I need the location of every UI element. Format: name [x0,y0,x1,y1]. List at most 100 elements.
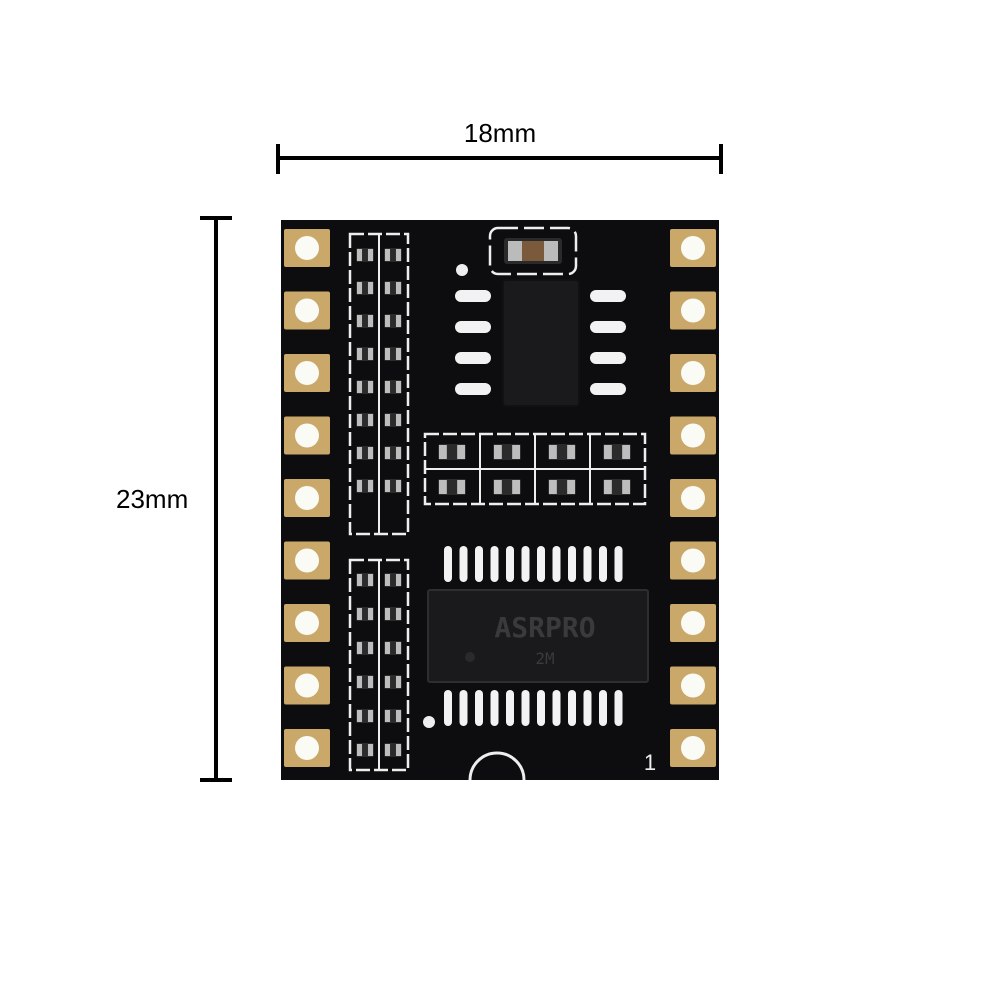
smd-component [356,281,374,295]
main-chip-pin [521,690,530,726]
flash-chip-pin [455,383,491,395]
bottom-notch-outline [468,751,526,781]
main-chip-pin [568,690,576,726]
height-dimension-line [200,216,232,782]
smd-component [548,444,576,460]
smd-component [603,479,631,495]
edge-pad-right [670,541,716,580]
smd-component [438,444,466,460]
height-dimension-label: 23mm [116,484,189,514]
edge-pad-right [670,729,716,767]
main-chip-pin [506,546,514,582]
main-chip: ASRPRO 2M [427,589,649,683]
smd-component [384,347,402,361]
smd-component [548,479,576,495]
main-chip-pin [444,690,452,726]
edge-pad-right [670,291,716,330]
smd-component [384,479,402,493]
flash-chip-pin [590,352,626,364]
main-chip-pin [583,690,592,726]
smd-component [384,573,402,587]
left-upper-passive-group [348,232,410,536]
smd-component [356,573,374,587]
smd-component [356,347,374,361]
left-lower-passive-group [348,558,410,772]
edge-pad-left [284,541,330,580]
smd-component [384,248,402,262]
middle-passive-grid [423,432,647,506]
edge-pad-right [670,229,716,267]
flash-chip-pin [455,321,491,333]
pcb-board [281,220,719,780]
smd-component [356,607,374,621]
main-chip-pin [521,546,530,582]
edge-pad-left [284,291,330,330]
pin1-dot [423,716,435,728]
main-chip-pin [583,546,592,582]
pin1-marker: 1 [644,750,656,775]
main-chip-pin [599,690,607,726]
smd-component [356,641,374,655]
flash-chip-pin [590,321,626,333]
smd-component [493,444,521,460]
main-chip-pin [599,546,607,582]
smd-component [356,479,374,493]
smd-component [384,281,402,295]
smd-component [438,479,466,495]
edge-pad-left [284,666,330,705]
flash-chip-pin [455,290,491,302]
edge-pad-left [284,416,330,455]
main-chip-pin [537,546,545,582]
main-chip-pin [475,546,483,582]
edge-pad-left [284,604,330,642]
smd-component [384,743,402,757]
edge-pad-left [284,354,330,392]
smd-component [384,709,402,723]
smd-component [603,444,631,460]
flash-chip-pin [590,383,626,395]
left-edge-pads [284,229,330,767]
smd-component [356,675,374,689]
top-capacitor [488,226,578,276]
edge-pad-right [670,604,716,642]
main-chip-pin [614,690,623,726]
right-edge-pads [670,229,716,767]
smd-component [356,709,374,723]
edge-pad-right [670,416,716,455]
smd-component [384,380,402,394]
edge-pad-left [284,729,330,767]
main-chip-pin [444,546,452,582]
main-chip-pin [552,546,561,582]
width-dimension-line [276,144,723,174]
main-chip-pin [490,546,499,582]
smd-component [384,314,402,328]
main-chip-pin [552,690,561,726]
smd-component [356,446,374,460]
edge-pad-right [670,479,716,517]
main-chip-sub-marking: 2M [535,649,554,668]
main-chip-pin [568,546,576,582]
edge-pad-left [284,479,330,517]
width-dimension-label: 18mm [463,118,537,148]
flash-chip-pin [455,352,491,364]
smd-component [356,380,374,394]
flash-chip-pin [590,290,626,302]
main-chip-pin [490,690,499,726]
edge-pad-right [670,354,716,392]
main-chip-marking: ASRPRO [494,611,595,644]
main-chip-pin [506,690,514,726]
smd-component [493,479,521,495]
main-chip-pin [459,546,468,582]
edge-pad-right [670,666,716,705]
smd-component [384,413,402,427]
smd-component [356,743,374,757]
main-chip-pin [614,546,623,582]
smd-component [356,248,374,262]
smd-component [384,607,402,621]
flash-chip [502,279,580,407]
smd-component [384,675,402,689]
main-chip-pin [459,690,468,726]
smd-component [384,446,402,460]
smd-component [356,314,374,328]
